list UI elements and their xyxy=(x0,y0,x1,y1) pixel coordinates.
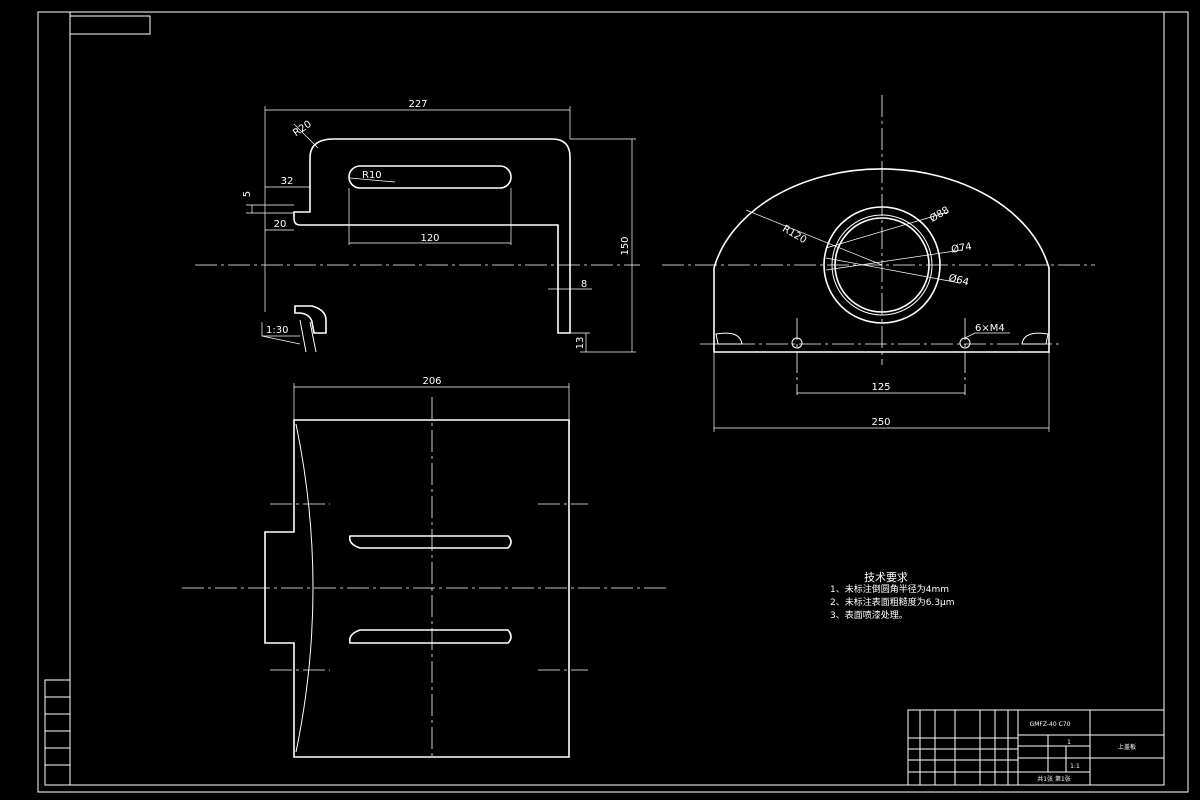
bore-inner-circle xyxy=(834,217,930,313)
dim-227: 227 xyxy=(408,99,427,110)
dim-150: 150 xyxy=(620,236,631,255)
dim-8: 8 xyxy=(581,279,587,290)
side-view: R120 Ø88 Ø74 Ø64 6×M4 125 250 xyxy=(662,95,1095,432)
dim-dia-88: Ø88 xyxy=(928,204,952,225)
title-scale: 1:1 xyxy=(1070,763,1080,770)
front-section-view: 227 R20 R10 32 5 20 120 150 8 13 xyxy=(195,99,640,353)
dim-r120: R120 xyxy=(780,224,808,247)
technical-requirements: 技术要求 1、未标注倒圆角半径为4mm 2、未标注表面粗糙度为6.3μm 3、表… xyxy=(830,571,955,623)
tech-note-item: 1、未标注倒圆角半径为4mm xyxy=(830,585,949,595)
top-slot-lower xyxy=(348,629,512,644)
tech-note-item: 3、表面喷漆处理。 xyxy=(830,611,908,621)
side-hatch-left xyxy=(715,332,743,345)
dim-125: 125 xyxy=(871,382,890,393)
tech-notes-title: 技术要求 xyxy=(864,571,908,584)
dim-32: 32 xyxy=(281,176,294,187)
dim-slope: 1:30 xyxy=(266,325,288,336)
title-model: GMFZ-40 C70 xyxy=(1030,721,1071,728)
title-part-name: 上盖板 xyxy=(1118,743,1136,751)
dim-20: 20 xyxy=(274,219,287,230)
side-hatch-right xyxy=(1021,332,1049,345)
dim-r10: R10 xyxy=(362,170,382,181)
section-lower-hook xyxy=(294,305,327,334)
title-qty: 1 xyxy=(1067,739,1071,746)
dim-dia-74: Ø74 xyxy=(950,240,972,255)
tech-note-item: 2、未标注表面粗糙度为6.3μm xyxy=(830,598,955,608)
dim-13: 13 xyxy=(575,337,586,350)
dim-206: 206 xyxy=(422,376,441,387)
side-outer-shape xyxy=(713,168,1050,353)
section-hatched-body xyxy=(293,138,571,334)
bore-mid-circle xyxy=(831,214,933,316)
left-side-block xyxy=(44,679,71,786)
stamp-box xyxy=(69,15,151,35)
dim-120: 120 xyxy=(420,233,439,244)
top-view: 206 xyxy=(182,376,670,760)
title-sheets: 共1张 第1张 xyxy=(1037,775,1071,783)
drawing-border xyxy=(37,11,1189,793)
top-curved-edge xyxy=(295,423,314,753)
top-slot-upper xyxy=(348,535,512,549)
dim-6xm4: 6×M4 xyxy=(975,323,1005,334)
dim-250: 250 xyxy=(871,417,890,428)
dim-r20: R20 xyxy=(291,119,313,139)
dim-5: 5 xyxy=(242,191,253,197)
section-slot xyxy=(348,165,512,189)
dim-dia-64: Ø64 xyxy=(947,272,970,289)
top-plate-outline xyxy=(264,419,570,758)
title-block: GMFZ-40 C70 上盖板 1:1 1 共1张 第1张 xyxy=(907,709,1165,786)
bore-outer-circle xyxy=(823,206,941,324)
